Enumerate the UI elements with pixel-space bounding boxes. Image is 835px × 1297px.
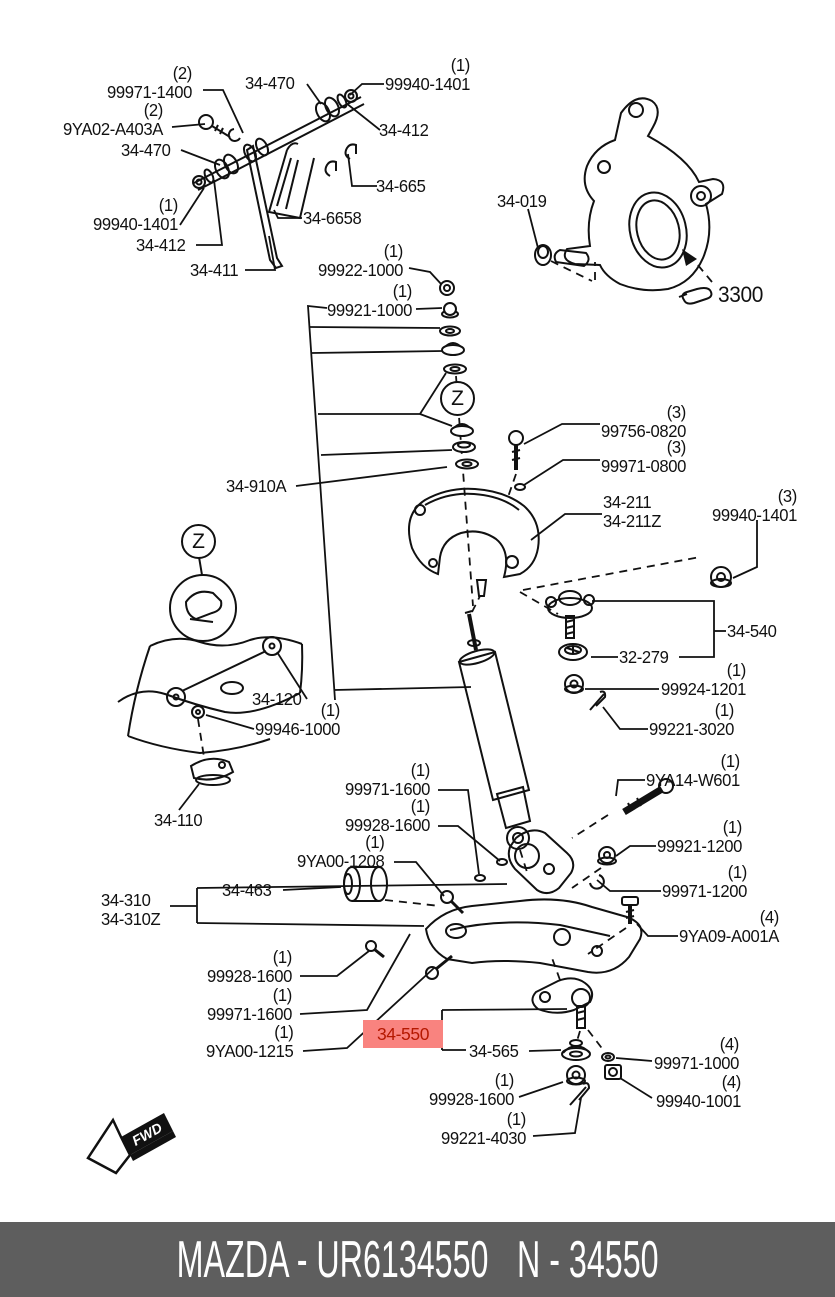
part-label-99971-0800: (3)99971-0800 — [601, 437, 686, 476]
upper-control-arm-art — [408, 487, 540, 597]
part-label-34-463: 34-463 — [222, 880, 272, 900]
footer-text: MAZDA - UR6134550 N - 34550 — [177, 1234, 659, 1286]
part-label-9YA02-A403A: (2)9YA02-A403A — [63, 100, 163, 139]
part-label-34-665: 34-665 — [376, 176, 426, 196]
arm-mount-bolt-art — [508, 430, 526, 491]
highlighted-part-number: 34-550 — [376, 1023, 430, 1044]
part-label-99940-1001: (4)99940-1001 — [656, 1072, 741, 1111]
part-label-99924-1201: (1)99924-1201 — [661, 660, 746, 699]
part-label-32-279: 32-279 — [619, 647, 669, 667]
part-label-34-6658: 34-6658 — [303, 208, 362, 228]
part-label-9YA00-1208: (1)9YA00-1208 — [297, 832, 385, 871]
pointing-hand-icon — [678, 287, 713, 305]
upper-ball-joint-art — [545, 566, 732, 711]
part-label-99921-1200: (1)99921-1200 — [657, 817, 742, 856]
lower-ball-joint-art — [531, 977, 622, 1106]
part-label-99971-1200: (1)99971-1200 — [662, 862, 747, 901]
part-label-34-120: 34-120 — [252, 689, 302, 709]
part-label-9YA09-A001A: (4)9YA09-A001A — [679, 907, 779, 946]
part-label-99928-1600-3: (1)99928-1600 — [429, 1070, 514, 1109]
part-label-99946-1000: (1)99946-1000 — [255, 700, 340, 739]
part-label-34-019: 34-019 — [497, 191, 547, 211]
section-ref-3300: 3300 — [718, 282, 763, 307]
lower-control-arm-art — [343, 829, 643, 980]
part-label-9YA14-W601: (1)9YA14-W601 — [646, 751, 740, 790]
part-label-99928-1600-2: (1)99928-1600 — [207, 947, 292, 986]
part-label-34-910A: 34-910A — [226, 476, 287, 496]
part-label-99221-3020: (1)99221-3020 — [649, 700, 734, 739]
right-fasteners-art — [589, 778, 674, 924]
footer-part-number: N - 34550 — [516, 1230, 659, 1289]
part-label-9YA00-1215: (1)9YA00-1215 — [206, 1022, 294, 1061]
leader-lines — [170, 83, 758, 1137]
part-label-99922-1000: (1)99922-1000 — [318, 241, 403, 280]
part-label-34-470: 34-470 — [121, 140, 171, 160]
zoom-marker-z-1: Z — [440, 381, 475, 416]
zoom-marker-z-2: Z — [181, 524, 216, 559]
part-label-99940-1401: (1)99940-1401 — [93, 195, 178, 234]
part-label-99971-1000: (4)99971-1000 — [654, 1034, 739, 1073]
part-label-99971-1600-2: (1)99971-1600 — [207, 985, 292, 1024]
part-label-99221-4030: (1)99221-4030 — [441, 1109, 526, 1148]
part-label-99921-1000: (1)99921-1000 — [327, 281, 412, 320]
part-label-99940-1401-2: (1)99940-1401 — [385, 55, 470, 94]
footer-bar: MAZDA - UR6134550 N - 34550 — [0, 1222, 835, 1297]
frame-detail-art — [117, 556, 304, 786]
part-label-99940-1401-3: (3)99940-1401 — [712, 486, 797, 525]
part-label-34-470-2: 34-470 — [245, 73, 295, 93]
part-label-99756-0820: (3)99756-0820 — [601, 402, 686, 441]
part-label-99971-1600: (1)99971-1600 — [345, 760, 430, 799]
part-label-34-411: 34-411 — [190, 260, 239, 280]
mount-washer-stack-art — [439, 280, 479, 470]
part-label-34-412: 34-412 — [136, 235, 186, 255]
reference-arrowhead — [682, 249, 697, 266]
part-label-34-565: 34-565 — [469, 1041, 519, 1061]
part-label-34-412-2: 34-412 — [379, 120, 429, 140]
part-label-99971-1400: (2)99971-1400 — [107, 63, 192, 102]
highlighted-part-label-34-550[interactable]: 34-550 — [363, 1020, 443, 1048]
part-label-34-540: 34-540 — [727, 621, 777, 641]
steering-knuckle-art — [534, 97, 725, 292]
part-label-99928-1600: (1)99928-1600 — [345, 796, 430, 835]
fwd-arrow: FWD — [86, 1113, 176, 1175]
part-label-34-110: 34-110 — [154, 810, 203, 830]
footer-catalog-code: MAZDA - UR6134550 — [176, 1230, 489, 1289]
shock-absorber-art — [457, 610, 532, 850]
stabilizer-link-art — [192, 89, 365, 270]
